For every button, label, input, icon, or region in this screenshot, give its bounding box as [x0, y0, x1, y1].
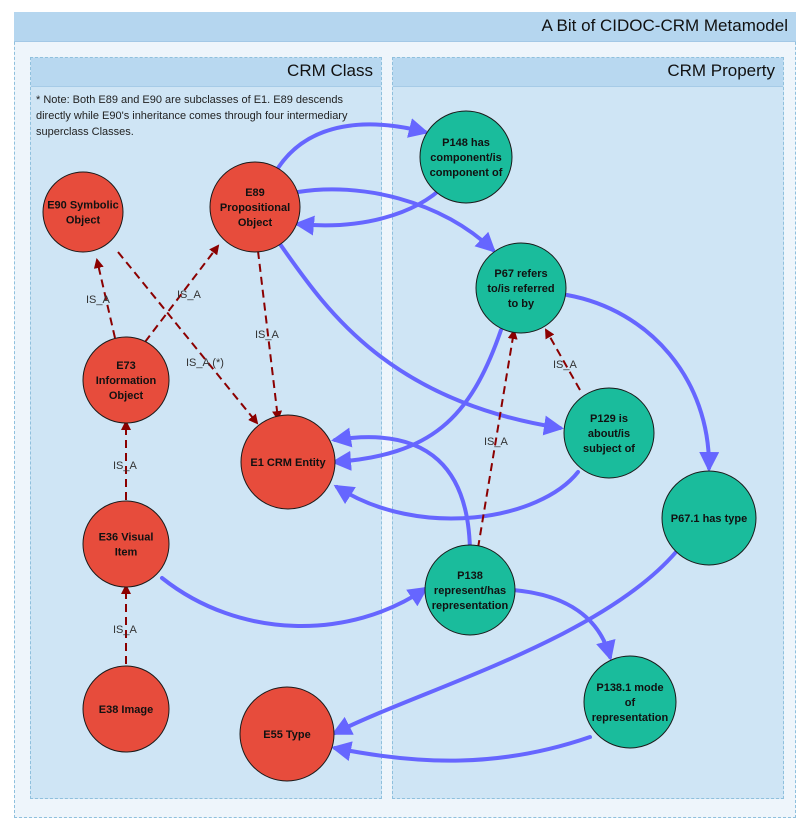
- edge-e36-p138: [160, 576, 429, 628]
- node-label: representation: [592, 712, 669, 724]
- diagram-title: A Bit of CIDOC-CRM Metamodel: [541, 16, 788, 35]
- node-label: P138: [457, 570, 483, 582]
- node-label: E1 CRM Entity: [250, 457, 326, 469]
- node-e55[interactable]: E55 Type: [239, 686, 335, 782]
- isa-p129-p67: [545, 328, 581, 391]
- node-circle[interactable]: [475, 242, 567, 334]
- node-layer: E90 SymbolicObjectE89PropositionalObject…: [42, 110, 757, 782]
- node-label: E36 Visual: [99, 532, 154, 544]
- node-label: Object: [66, 215, 101, 227]
- isa-p138-p67: [477, 329, 518, 549]
- node-label: Information: [96, 375, 157, 387]
- node-label: E89: [245, 187, 265, 199]
- node-label: P129 is: [590, 413, 628, 425]
- node-label: Object: [238, 217, 273, 229]
- node-circle[interactable]: [240, 414, 336, 510]
- node-label: P138.1 mode: [596, 682, 663, 694]
- isa-label-p138-p67: IS_A: [484, 436, 509, 448]
- edge-e89-p148: [276, 118, 429, 170]
- lane-header-property: CRM Property: [393, 58, 783, 87]
- node-label: of: [625, 697, 636, 709]
- node-label: P67 refers: [494, 268, 547, 280]
- node-p138-1[interactable]: P138.1 mode of representation: [583, 655, 677, 749]
- isa-label-e73-e89: IS_A: [177, 289, 202, 301]
- node-e1[interactable]: E1 CRM Entity: [240, 414, 336, 510]
- edge-p138-e1: [331, 427, 472, 557]
- edge-p129-e1: [333, 470, 580, 521]
- node-circle[interactable]: [661, 470, 757, 566]
- isa-label-e73-e90: IS_A: [86, 294, 111, 306]
- node-label: Item: [115, 547, 138, 559]
- node-circle[interactable]: [563, 387, 655, 479]
- node-circle[interactable]: [82, 336, 170, 424]
- node-circle[interactable]: [82, 500, 170, 588]
- isa-e89-e1: [257, 250, 283, 421]
- isa-label-e36-e73: IS_A: [113, 460, 138, 472]
- edge-e89-p67: [296, 187, 496, 253]
- node-p129[interactable]: P129 is about/is subject of: [563, 387, 655, 479]
- node-label: representation: [432, 600, 509, 612]
- edge-p138-1-e55: [331, 735, 592, 763]
- node-p138[interactable]: P138 represent/has representation: [424, 544, 516, 636]
- node-label: about/is: [588, 428, 630, 440]
- node-label: E55 Type: [263, 729, 311, 741]
- node-p67[interactable]: P67 refers to/is referred to by: [475, 242, 567, 334]
- node-circle[interactable]: [419, 110, 513, 204]
- node-label: subject of: [583, 443, 635, 455]
- node-label: P148 has: [442, 137, 490, 149]
- node-label: P67.1 has type: [671, 513, 747, 525]
- node-p148[interactable]: P148 has component/is component of: [419, 110, 513, 204]
- node-circle[interactable]: [583, 655, 677, 749]
- edge-p67-p67-1: [565, 293, 720, 472]
- node-e38[interactable]: E38 Image: [82, 665, 170, 753]
- node-label: E90 Symbolic: [47, 200, 119, 212]
- node-circle[interactable]: [42, 171, 124, 253]
- inheritance-note: * Note: Both E89 and E90 are subclasses …: [36, 94, 348, 138]
- isa-label-e89-e1: IS_A: [255, 329, 280, 341]
- edge-p138-p138-1: [511, 588, 616, 661]
- lane-crm-class: CRM Class: [30, 57, 382, 799]
- node-label: represent/has: [434, 585, 506, 597]
- node-label: component of: [430, 167, 503, 179]
- node-label: Object: [109, 390, 144, 402]
- node-label: to by: [508, 298, 535, 310]
- isa-e73-e90: [93, 258, 116, 339]
- node-circle[interactable]: [209, 161, 301, 253]
- edge-p67-e1: [331, 328, 503, 471]
- edge-e89-p129: [273, 235, 564, 436]
- isa-label-e90-e1: IS_A (*): [186, 357, 224, 369]
- node-p67-1[interactable]: P67.1 has type: [661, 470, 757, 566]
- title-bar: A Bit of CIDOC-CRM Metamodel: [14, 12, 796, 42]
- isa-e73-e89: [144, 244, 220, 343]
- lane-title-property: CRM Property: [667, 61, 775, 80]
- node-circle[interactable]: [82, 665, 170, 753]
- edge-p148-e89: [294, 183, 447, 236]
- node-label: component/is: [430, 152, 502, 164]
- lane-header-class: CRM Class: [31, 58, 381, 87]
- isa-label-p129-p67: IS_A: [553, 359, 578, 371]
- node-circle[interactable]: [424, 544, 516, 636]
- edge-p67-1-e55: [331, 550, 678, 735]
- node-circle[interactable]: [239, 686, 335, 782]
- node-label: E73: [116, 360, 136, 372]
- isa-label-e38-e36: IS_A: [113, 624, 138, 636]
- node-label: to/is referred: [487, 283, 554, 295]
- isa-e90-e1: [117, 251, 259, 425]
- node-label: Propositional: [220, 202, 290, 214]
- lane-title-class: CRM Class: [287, 61, 373, 80]
- node-label: E38 Image: [99, 704, 153, 716]
